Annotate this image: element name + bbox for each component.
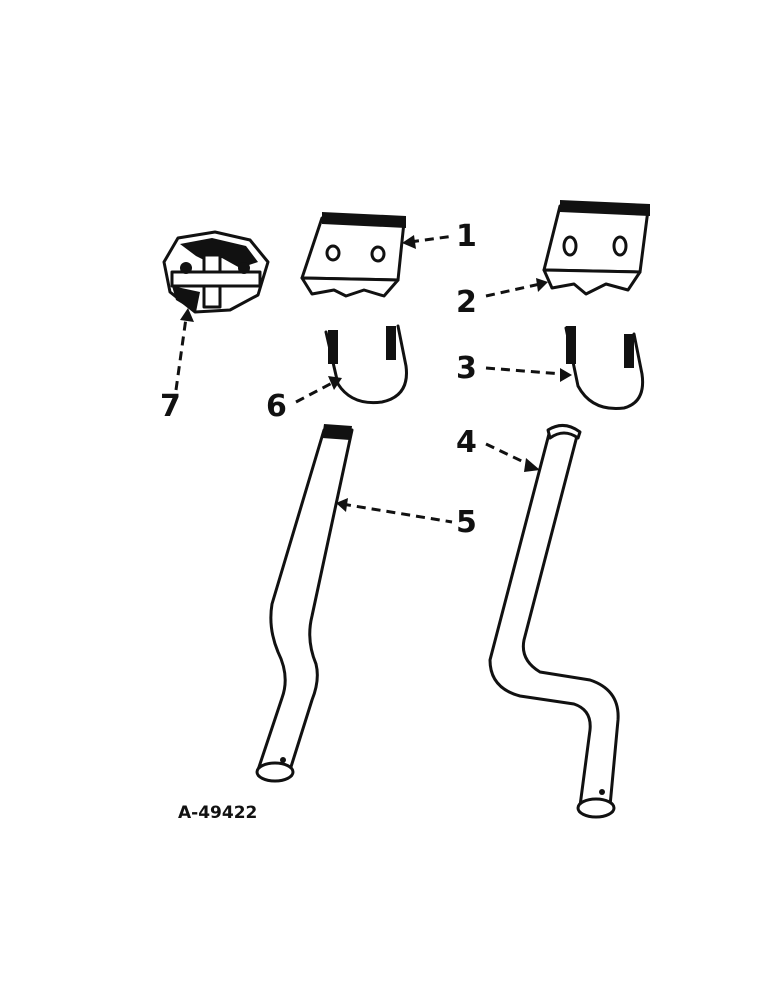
u-bolt-icon — [564, 326, 645, 411]
u-bolt-icon — [324, 324, 408, 405]
leader-line-6 — [295, 376, 342, 404]
cross-clamp-icon — [162, 230, 270, 314]
leader-line-7 — [174, 308, 194, 391]
callout-2: 2 — [456, 285, 477, 320]
offset-standard-icon — [488, 424, 620, 819]
figure-id-label: A-49422 — [178, 803, 257, 823]
callout-4: 4 — [456, 425, 477, 460]
clamp-plate-icon — [542, 200, 650, 296]
clamp-plate-icon — [300, 212, 406, 298]
leader-line-3 — [485, 366, 572, 382]
offset-standard-icon — [255, 424, 354, 783]
leader-line-2 — [485, 278, 548, 298]
callout-5: 5 — [456, 505, 477, 540]
callout-6: 6 — [266, 389, 287, 424]
callout-1: 1 — [456, 219, 477, 254]
leader-line-5 — [336, 498, 453, 524]
callout-7: 7 — [160, 389, 181, 424]
leader-line-1 — [402, 234, 455, 249]
leader-line-4 — [485, 442, 540, 472]
callout-3: 3 — [456, 351, 477, 386]
